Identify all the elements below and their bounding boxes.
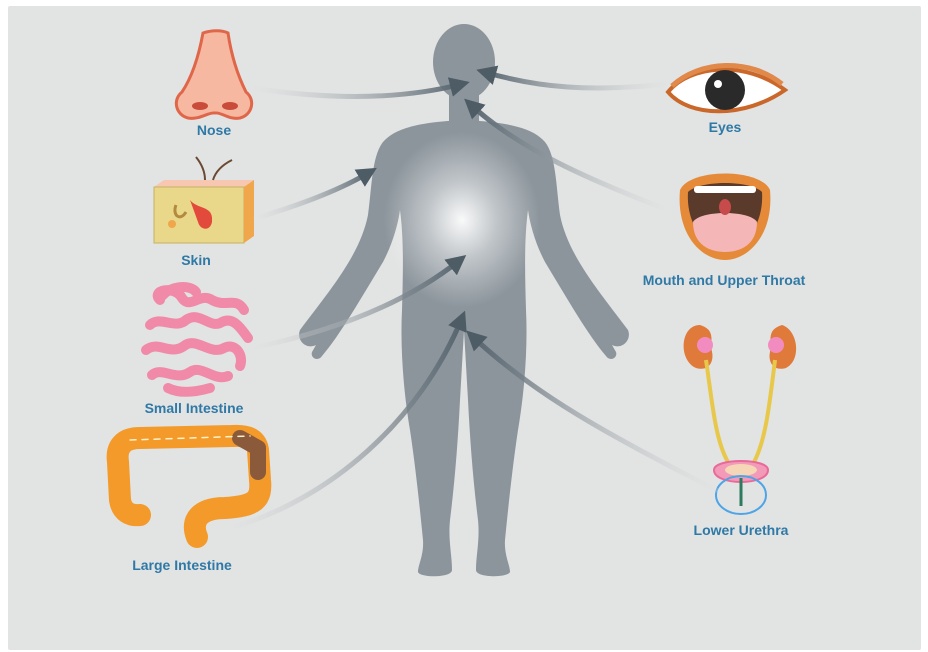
skin-illustration <box>154 157 254 243</box>
label-eyes: Eyes <box>709 119 742 135</box>
label-lower-urethra: Lower Urethra <box>694 522 789 538</box>
chest-glow <box>384 132 540 308</box>
urinary-system-illustration <box>684 325 797 514</box>
small-intestine-illustration <box>146 287 248 392</box>
label-skin: Skin <box>181 252 211 268</box>
mouth-illustration <box>680 174 771 261</box>
label-small-intestine: Small Intestine <box>145 400 244 416</box>
eye-illustration <box>668 65 785 111</box>
arrow-nose <box>252 84 462 97</box>
label-nose: Nose <box>197 122 231 138</box>
arrow-skin <box>256 172 370 218</box>
nose-illustration <box>176 31 251 119</box>
label-mouth-and-upper-throat: Mouth and Upper Throat <box>643 272 806 288</box>
human-body-silhouette <box>299 24 629 576</box>
large-intestine-illustration <box>118 436 261 537</box>
label-large-intestine: Large Intestine <box>132 557 232 573</box>
arrow-eyes <box>484 72 668 88</box>
